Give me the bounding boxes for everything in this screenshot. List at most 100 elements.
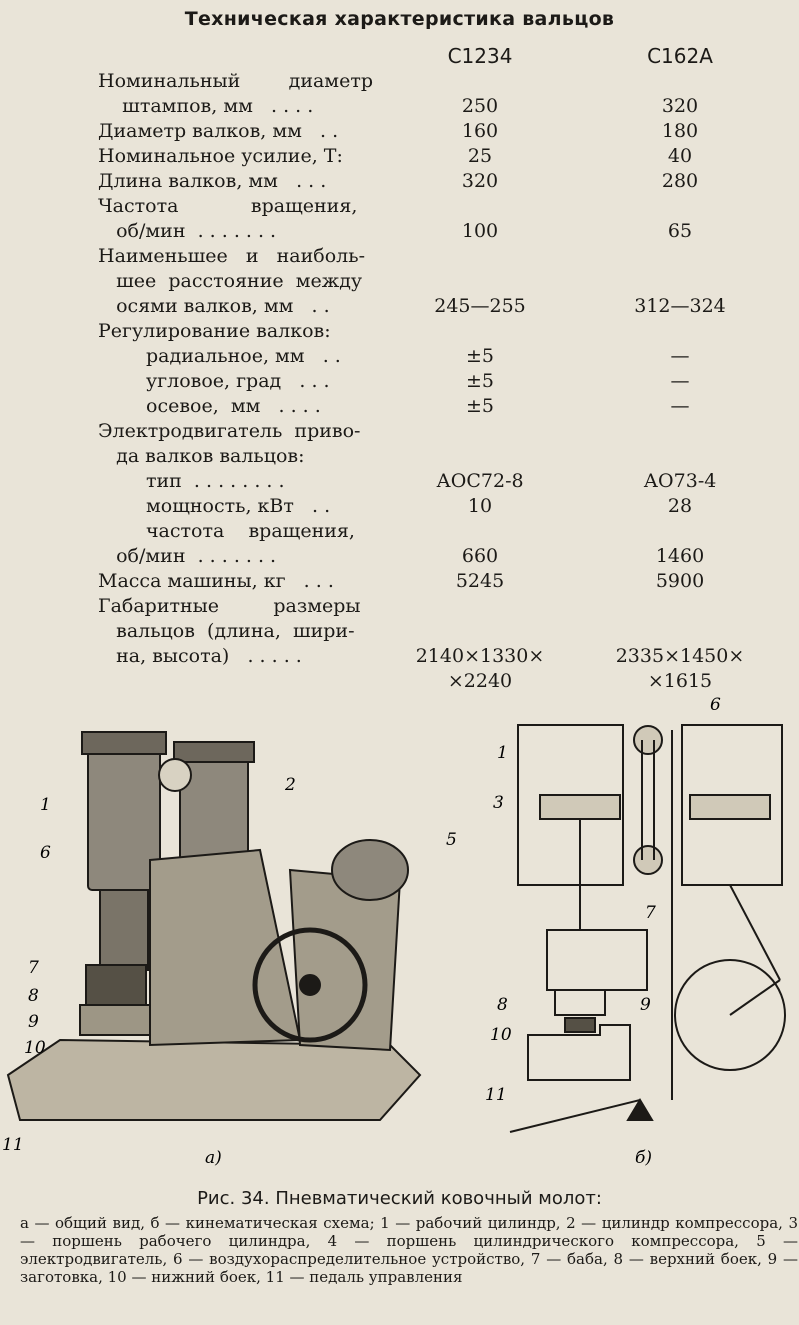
spec-label: мощность, кВт . . (146, 495, 331, 517)
spec-title: Техническая характеристика вальцов (184, 8, 615, 30)
spec-row: угловое, град . . . ±5 — (0, 369, 799, 394)
spec-value-c1234: ±5 (465, 370, 494, 392)
callout-b-8: 8 (497, 995, 508, 1015)
spec-value-c162a: 320 (661, 95, 699, 117)
spec-row: шее расстояние между (0, 269, 799, 294)
spec-label: угловое, град . . . (146, 370, 330, 392)
callout-b-6: 6 (710, 695, 721, 715)
callout-a-6: 6 (40, 843, 51, 863)
spec-row: частота вращения, (0, 519, 799, 544)
spec-row: радиальное, мм . . ±5 — (0, 344, 799, 369)
spec-label: на, высота) . . . . . (98, 645, 302, 667)
callout-a-10: 10 (24, 1038, 46, 1058)
callout-a-8: 8 (28, 986, 39, 1006)
callout-b-9: 9 (640, 995, 651, 1015)
spec-value-c1234: ×2240 (447, 670, 513, 692)
figure-legend: а — общий вид, б — кинематическая схема;… (20, 1214, 798, 1286)
spec-label: об/мин . . . . . . . (98, 220, 277, 242)
spec-value-c1234: 160 (461, 120, 499, 142)
spec-label: осевое, мм . . . . (146, 395, 321, 417)
spec-value-c1234: 320 (461, 170, 499, 192)
spec-value-c162a: АО73-4 (643, 470, 717, 492)
spec-row: Номинальное усилие, Т: 25 40 (0, 144, 799, 169)
spec-value-c162a: — (670, 370, 690, 392)
spec-value-c162a: 40 (667, 145, 693, 167)
spec-value-c1234: 25 (467, 145, 493, 167)
spec-value-c1234: 245—255 (434, 295, 526, 317)
spec-label: да валков вальцов: (98, 445, 305, 467)
spec-label: Длина валков, мм . . . (98, 170, 327, 192)
spec-row: Регулирование валков: (0, 319, 799, 344)
spec-label: Частота вращения, (98, 195, 358, 217)
spec-label: шее расстояние между (98, 270, 363, 292)
spec-label: Масса машины, кг . . . (98, 570, 334, 592)
spec-row: Электродвигатель приво- (0, 419, 799, 444)
spec-label: Номинальный диаметр (98, 70, 374, 92)
spec-row: Частота вращения, (0, 194, 799, 219)
figure-label-a: а) (205, 1148, 222, 1168)
spec-label: об/мин . . . . . . . (98, 545, 277, 567)
spec-label: частота вращения, (146, 520, 355, 542)
spec-row: штампов, мм . . . . 250 320 (0, 94, 799, 119)
column-header-2: С162А (647, 44, 713, 68)
callout-a-2: 2 (284, 775, 296, 795)
spec-row: вальцов (длина, шири- (0, 619, 799, 644)
spec-value-c162a: 180 (661, 120, 699, 142)
spec-value-c1234: ±5 (465, 395, 494, 417)
spec-value-c1234: ±5 (465, 345, 494, 367)
callout-a-11: 11 (2, 1135, 24, 1155)
spec-label: Номинальное усилие, Т: (98, 145, 343, 167)
spec-value-c1234: 10 (467, 495, 493, 517)
spec-value-c162a: 312—324 (634, 295, 726, 317)
kinematic-scheme-drawing (509, 724, 786, 1133)
spec-row: об/мин . . . . . . . 100 65 (0, 219, 799, 244)
spec-value-c162a: — (670, 395, 690, 417)
spec-table: С1234 С162А Номинальный диаметр штампов,… (0, 44, 799, 694)
spec-label: Регулирование валков: (98, 320, 331, 342)
spec-header-row: С1234 С162А (0, 44, 799, 69)
callout-b-11: 11 (485, 1085, 507, 1105)
spec-value-c162a: 2335×1450× (615, 645, 745, 667)
spec-label: Электродвигатель приво- (98, 420, 361, 442)
spec-value-c162a: — (670, 345, 690, 367)
callout-a-7: 7 (28, 958, 39, 978)
spec-value-c1234: 250 (461, 95, 499, 117)
figure-label-b: б) (635, 1148, 652, 1168)
spec-row: на, высота) . . . . . 2140×1330× 2335×1450… (0, 644, 799, 669)
spec-label: вальцов (длина, шири- (98, 620, 355, 642)
spec-value-c162a: 5900 (655, 570, 705, 592)
figure-caption: Рис. 34. Пневматический ковочный молот: (197, 1188, 602, 1209)
spec-value-c1234: 2140×1330× (415, 645, 545, 667)
spec-value-c162a: 65 (667, 220, 693, 242)
spec-row: Наименьшее и наиболь- (0, 244, 799, 269)
callout-b-10: 10 (490, 1025, 512, 1045)
spec-label: штампов, мм . . . . (98, 95, 314, 117)
figure-34: а) б) 1 2 5 6 7 8 9 10 11 1 3 6 7 8 9 10… (2, 695, 786, 1168)
callout-b-1: 1 (497, 743, 508, 763)
callout-b-3: 3 (493, 793, 504, 813)
spec-row: Габаритные размеры (0, 594, 799, 619)
spec-label: Наименьшее и наиболь- (98, 245, 366, 267)
spec-label: тип . . . . . . . . (146, 470, 285, 492)
spec-label: радиальное, мм . . (146, 345, 341, 367)
callout-b-7: 7 (645, 903, 656, 923)
column-header-1: С1234 (447, 44, 513, 68)
spec-row: да валков вальцов: (0, 444, 799, 469)
spec-value-c162a: ×1615 (647, 670, 713, 692)
callout-a-9: 9 (28, 1012, 39, 1032)
spec-row: осевое, мм . . . . ±5 — (0, 394, 799, 419)
spec-row: мощность, кВт . . 10 28 (0, 494, 799, 519)
spec-row: ×2240 ×1615 (0, 669, 799, 694)
spec-label: Габаритные размеры (98, 595, 361, 617)
hammer-general-view-drawing (6, 731, 422, 1121)
callout-a-1: 1 (40, 795, 51, 815)
spec-value-c162a: 28 (667, 495, 693, 517)
spec-value-c1234: 100 (461, 220, 499, 242)
